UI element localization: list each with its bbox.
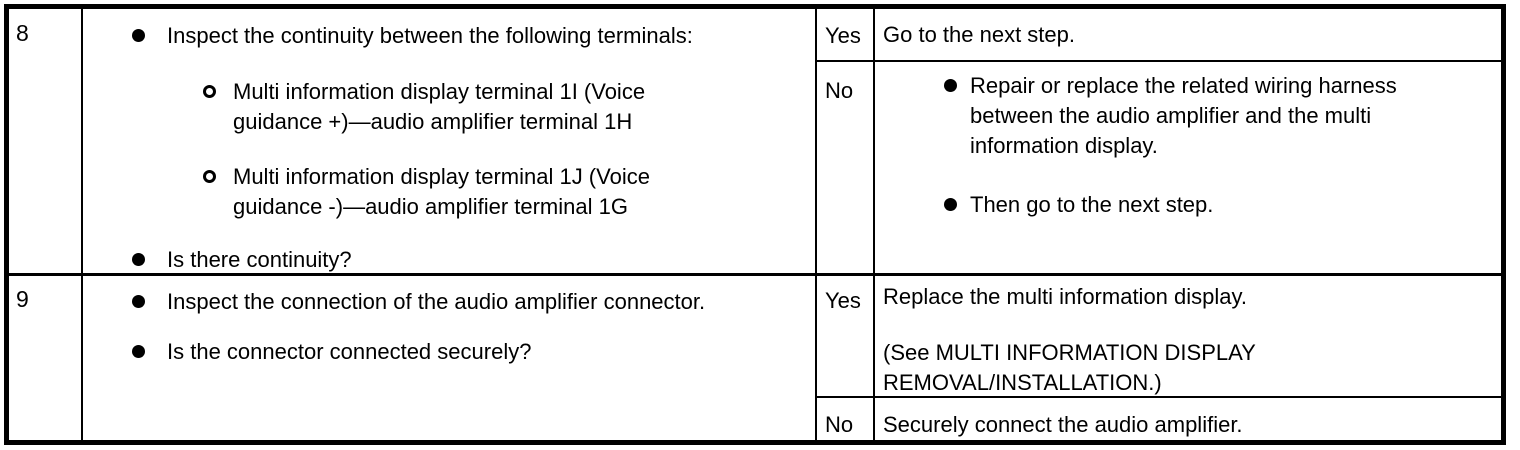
sub-bullet-icon [203,85,216,98]
step-number-cell: 8 [9,9,83,276]
inspection-cell: Inspect the connection of the audio ampl… [83,276,817,440]
see-reference-text: (See MULTI INFORMATION DISPLAY REMOVAL/I… [883,340,1256,395]
step-number: 8 [16,20,29,46]
action-yes-cell: Go to the next step. [875,9,1501,62]
inspection-question-item: Is the connector connected securely? [83,337,815,367]
inspection-text: Inspect the connection of the audio ampl… [167,289,706,314]
action-item: Repair or replace the related wiring har… [875,71,1501,161]
bullet-icon [944,79,957,92]
result-yes-cell: Yes [817,276,875,398]
bullet-icon [132,345,145,358]
result-yes-label: Yes [825,288,861,313]
inspection-item: Inspect the continuity between the follo… [83,21,815,51]
action-yes-cell: Replace the multi information display. (… [875,276,1501,398]
bullet-icon [944,198,957,211]
inspection-question: Is the connector connected securely? [167,339,532,364]
result-no-cell: No [817,62,875,276]
action-no-cell: Repair or replace the related wiring har… [875,62,1501,276]
action-no-cell: Securely connect the audio amplifier. [875,398,1501,440]
result-no-label: No [825,78,854,103]
terminal-pair-item: Multi information display terminal 1J (V… [83,162,815,222]
result-yes-cell: Yes [817,9,875,62]
bullet-icon [132,295,145,308]
action-item: Then go to the next step. [875,190,1501,220]
action-text: Repair or replace the related wiring har… [970,73,1397,158]
step-number: 9 [16,286,29,312]
troubleshooting-table: 8 Inspect the continuity between the fol… [4,4,1506,445]
bullet-icon [132,29,145,42]
action-yes-text: Go to the next step. [883,22,1076,47]
result-no-label: No [825,412,854,437]
result-no-cell: No [817,398,875,440]
terminal-pair-item: Multi information display terminal 1I (V… [83,77,815,137]
action-text: Replace the multi information display. [883,284,1247,309]
terminal-pair-text: Multi information display terminal 1J (V… [233,164,650,219]
action-text: Then go to the next step. [970,192,1214,217]
bullet-icon [132,253,145,266]
inspection-cell: Inspect the continuity between the follo… [83,9,817,276]
terminal-pair-text: Multi information display terminal 1I (V… [233,79,646,134]
result-yes-label: Yes [825,23,861,48]
inspection-question: Is there continuity? [167,247,352,272]
inspection-question-item: Is there continuity? [83,245,815,273]
action-text: Securely connect the audio amplifier. [883,412,1243,437]
inspection-text: Inspect the continuity between the follo… [167,23,693,48]
sub-bullet-icon [203,170,216,183]
step-number-cell: 9 [9,276,83,440]
inspection-item: Inspect the connection of the audio ampl… [83,287,815,317]
